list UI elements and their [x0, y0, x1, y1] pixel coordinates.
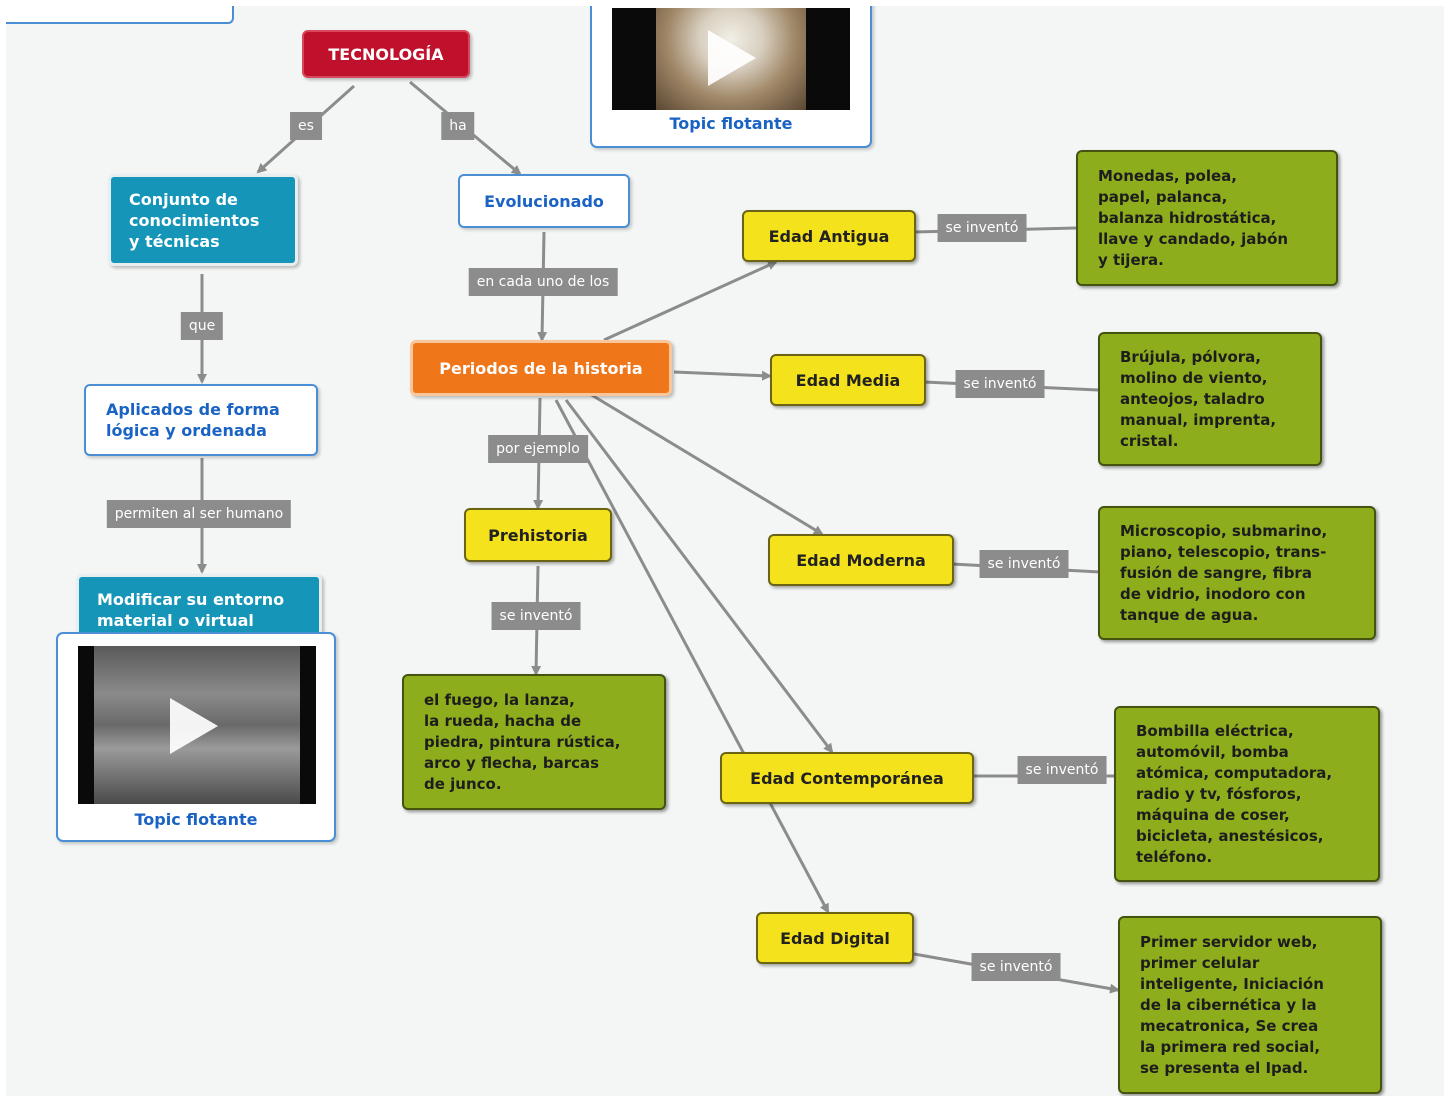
link-label-es: es [290, 112, 322, 140]
era-digital[interactable]: Edad Digital [756, 912, 914, 964]
inventions-moderna[interactable]: Microscopio, submarino, piano, telescopi… [1098, 506, 1376, 640]
link-label-en-cada: en cada uno de los [468, 268, 618, 296]
invention-line: molino de viento, [1120, 368, 1268, 387]
era-moderna[interactable]: Edad Moderna [768, 534, 954, 586]
invention-line: de junco. [424, 774, 502, 793]
floating-topic-top[interactable]: Topic flotante [590, 6, 872, 148]
node-aplicados-line: lógica y ordenada [106, 421, 267, 440]
inventions-prehistoria[interactable]: el fuego, la lanza, la rueda, hacha de p… [402, 674, 666, 810]
invention-line: se presenta el Ipad. [1140, 1058, 1309, 1077]
invention-line: mecatronica, Se crea [1140, 1016, 1319, 1035]
invention-line: cristal. [1120, 431, 1179, 450]
invention-line: radio y tv, fósforos, [1136, 784, 1302, 803]
invention-line: Primer servidor web, [1140, 932, 1318, 951]
invention-line: y tijera. [1098, 250, 1164, 269]
node-evolucionado-label: Evolucionado [484, 191, 604, 211]
invention-line: máquina de coser, [1136, 805, 1290, 824]
invention-line: Microscopio, submarino, [1120, 521, 1328, 540]
invention-line: Brújula, pólvora, [1120, 347, 1261, 366]
invention-line: automóvil, bomba [1136, 742, 1289, 761]
root-label: TECNOLOGÍA [328, 44, 444, 64]
node-conjunto-line: Conjunto de [129, 189, 238, 209]
link-periodos-media [673, 370, 772, 381]
invention-line: atómica, computadora, [1136, 763, 1333, 782]
invention-line: de vidrio, inodoro con [1120, 584, 1306, 603]
link-periodos-moderna [589, 392, 824, 536]
link-label-se-invento: se inventó [971, 953, 1061, 981]
node-conjunto[interactable]: Conjunto de conocimientos y técnicas [108, 174, 298, 266]
node-aplicados-line: Aplicados de forma [106, 400, 280, 419]
invention-line: Monedas, polea, [1098, 166, 1237, 185]
invention-line: bicicleta, anestésicos, [1136, 826, 1324, 845]
invention-line: papel, palanca, [1098, 187, 1228, 206]
node-conjunto-line: conocimientos [129, 210, 260, 230]
invention-line: inteligente, Iniciación [1140, 974, 1324, 993]
invention-line: fusión de sangre, fibra [1120, 563, 1312, 582]
link-label-se-invento: se inventó [1017, 756, 1107, 784]
inventions-antigua[interactable]: Monedas, polea, papel, palanca, balanza … [1076, 150, 1338, 286]
era-label: Edad Contemporánea [750, 768, 944, 788]
floating-topic-caption: Topic flotante [134, 810, 258, 829]
offscreen-topic-corner [6, 6, 234, 24]
node-conjunto-line: y técnicas [129, 231, 220, 251]
play-icon[interactable] [170, 698, 218, 754]
invention-line: teléfono. [1136, 847, 1213, 866]
node-periodos-label: Periodos de la historia [439, 358, 643, 378]
link-label-se-invento: se inventó [979, 550, 1069, 578]
link-label-permiten: permiten al ser humano [106, 500, 292, 528]
era-label: Edad Media [795, 370, 901, 390]
video-thumbnail[interactable] [612, 8, 850, 110]
era-label: Edad Moderna [796, 550, 926, 570]
era-label: Edad Digital [780, 928, 890, 948]
inventions-digital[interactable]: Primer servidor web, primer celular inte… [1118, 916, 1382, 1094]
link-periodos-contemporanea [564, 399, 834, 754]
invention-line: Bombilla eléctrica, [1136, 721, 1294, 740]
invention-line: tanque de agua. [1120, 605, 1259, 624]
link-label-se-invento: se inventó [491, 602, 581, 630]
invention-line: la primera red social, [1140, 1037, 1321, 1056]
node-periodos[interactable]: Periodos de la historia [410, 340, 672, 396]
inventions-media[interactable]: Brújula, pólvora, molino de viento, ante… [1098, 332, 1322, 466]
link-label-ha: ha [441, 112, 475, 140]
floating-topic-bottom[interactable]: Topic flotante [56, 632, 336, 842]
connector-layer [197, 80, 1120, 994]
invention-line: el fuego, la lanza, [424, 690, 575, 709]
video-thumbnail[interactable] [78, 646, 316, 804]
link-label-se-invento: se inventó [955, 370, 1045, 398]
link-periodos-digital [554, 399, 830, 914]
link-label-por-ejemplo: por ejemplo [488, 435, 588, 463]
link-label-se-invento: se inventó [937, 214, 1027, 242]
invention-line: llave y candado, jabón [1098, 229, 1289, 248]
invention-line: manual, imprenta, [1120, 410, 1277, 429]
invention-line: anteojos, taladro [1120, 389, 1265, 408]
invention-line: la rueda, hacha de [424, 711, 582, 730]
inventions-contemporanea[interactable]: Bombilla eléctrica, automóvil, bomba ató… [1114, 706, 1380, 882]
invention-line: arco y flecha, barcas [424, 753, 600, 772]
link-label-que: que [180, 312, 224, 340]
era-contemporanea[interactable]: Edad Contemporánea [720, 752, 974, 804]
play-icon[interactable] [708, 30, 756, 86]
link-periodos-antigua [603, 260, 778, 342]
era-label: Prehistoria [488, 525, 588, 545]
node-modificar-line: Modificar su entorno [97, 590, 285, 609]
era-media[interactable]: Edad Media [770, 354, 926, 406]
invention-line: de la cibernética y la [1140, 995, 1317, 1014]
node-modificar-line: material o virtual [97, 611, 254, 630]
invention-line: piedra, pintura rústica, [424, 732, 621, 751]
node-aplicados[interactable]: Aplicados de forma lógica y ordenada [84, 384, 318, 456]
floating-topic-caption: Topic flotante [669, 114, 793, 133]
node-evolucionado[interactable]: Evolucionado [458, 174, 630, 228]
invention-line: piano, telescopio, trans- [1120, 542, 1327, 561]
era-label: Edad Antigua [768, 226, 890, 246]
invention-line: balanza hidrostática, [1098, 208, 1277, 227]
root-node[interactable]: TECNOLOGÍA [302, 30, 470, 78]
era-prehistoria[interactable]: Prehistoria [464, 508, 612, 562]
era-antigua[interactable]: Edad Antigua [742, 210, 916, 262]
invention-line: primer celular [1140, 953, 1260, 972]
mind-map-canvas: TECNOLOGÍA Conjunto de conocimientos y t… [6, 6, 1444, 1096]
